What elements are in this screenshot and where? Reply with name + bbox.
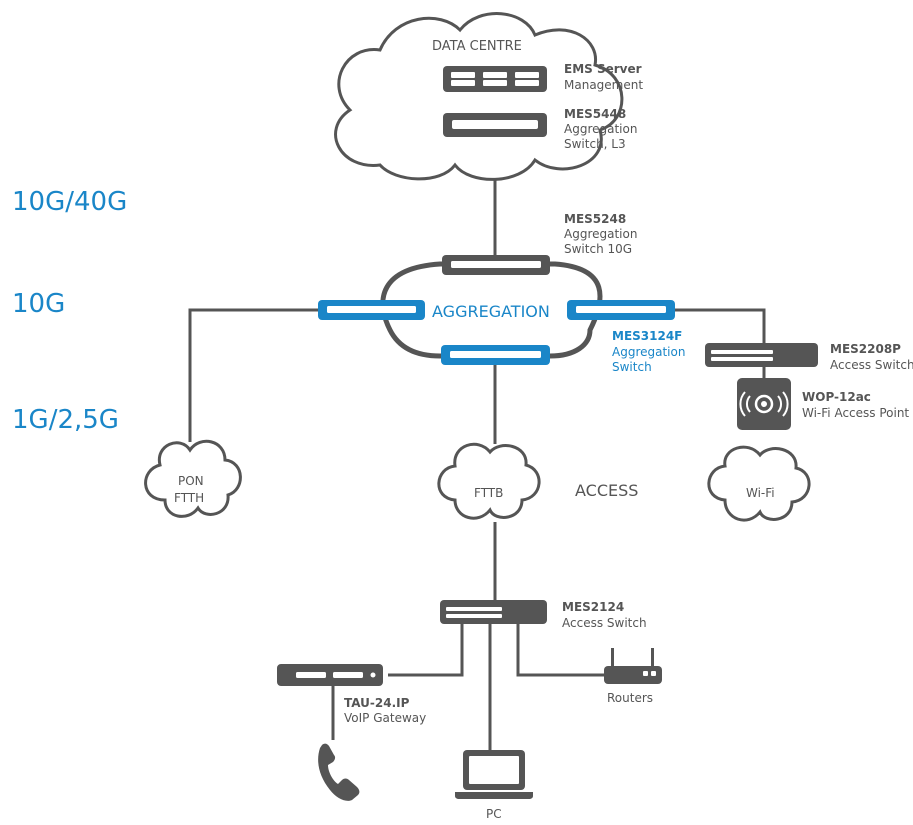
mes2124-switch[interactable]	[440, 600, 547, 624]
mes5248-desc2: Switch 10G	[564, 242, 632, 256]
wifi-cloud: Wi-Fi	[707, 445, 811, 522]
link-mes3124f-right-to-mes2208p	[675, 308, 766, 345]
mes2124-desc: Access Switch	[562, 616, 647, 630]
tau24ip-gateway[interactable]	[277, 664, 383, 686]
link-mes2124-to-routers	[516, 622, 605, 677]
pon-label: PON	[178, 474, 204, 488]
ems-server-name: EMS Server	[564, 62, 642, 76]
pon-ftth-cloud: PON FTTH	[144, 439, 242, 518]
mes5448-desc2: Switch, L3	[564, 137, 626, 151]
speed-1g-2-5g: 1G/2,5G	[12, 405, 119, 435]
mes3124f-desc2: Switch	[612, 360, 652, 374]
mes2208p-switch[interactable]	[705, 343, 818, 367]
ems-server[interactable]	[443, 66, 547, 92]
mes5448-switch[interactable]	[443, 113, 547, 137]
mes3124f-desc1: Aggregation	[612, 345, 685, 359]
link-mes3124f-left-to-pon	[188, 308, 320, 442]
wifi-label: Wi-Fi	[746, 486, 775, 500]
connection-lines	[188, 178, 766, 750]
mes5448-desc1: Aggregation	[564, 122, 637, 136]
mes2124-name: MES2124	[562, 600, 624, 614]
link-mes2124-to-tau24ip	[388, 622, 464, 677]
mes3124f-switch-bottom[interactable]	[441, 345, 550, 365]
pc-laptop-icon[interactable]	[455, 750, 533, 799]
mes3124f-name: MES3124F	[612, 329, 682, 343]
mes5248-switch[interactable]	[442, 255, 550, 275]
mes3124f-switch-left[interactable]	[318, 300, 425, 320]
ftth-label: FTTH	[174, 491, 204, 505]
fttb-label: FTTB	[474, 486, 503, 500]
wop12ac-name: WOP-12ac	[802, 390, 871, 404]
mes5248-desc1: Aggregation	[564, 227, 637, 241]
data-centre-cloud: DATA CENTRE	[334, 12, 624, 181]
mes5248-name: MES5248	[564, 212, 626, 226]
tau24ip-desc: VoIP Gateway	[344, 711, 426, 725]
speed-10g: 10G	[12, 289, 65, 319]
mes3124f-switch-right[interactable]	[567, 300, 675, 320]
mes2208p-desc: Access Switch	[830, 358, 913, 372]
data-centre-label: DATA CENTRE	[432, 39, 522, 54]
wop12ac-access-point[interactable]	[737, 378, 791, 430]
mes2208p-name: MES2208P	[830, 342, 901, 356]
ems-server-desc: Management	[564, 78, 643, 92]
mes5448-name: MES5448	[564, 107, 626, 121]
router-icon[interactable]	[604, 648, 662, 684]
routers-label: Routers	[607, 691, 653, 705]
phone-icon	[318, 743, 360, 801]
speed-10g-40g: 10G/40G	[12, 187, 127, 217]
pc-label: PC	[486, 807, 502, 821]
fttb-cloud: FTTB	[437, 442, 541, 520]
wop12ac-desc: Wi-Fi Access Point	[802, 406, 909, 420]
access-label: ACCESS	[575, 481, 638, 500]
aggregation-label: AGGREGATION	[432, 302, 550, 321]
tau24ip-name: TAU-24.IP	[344, 696, 410, 710]
